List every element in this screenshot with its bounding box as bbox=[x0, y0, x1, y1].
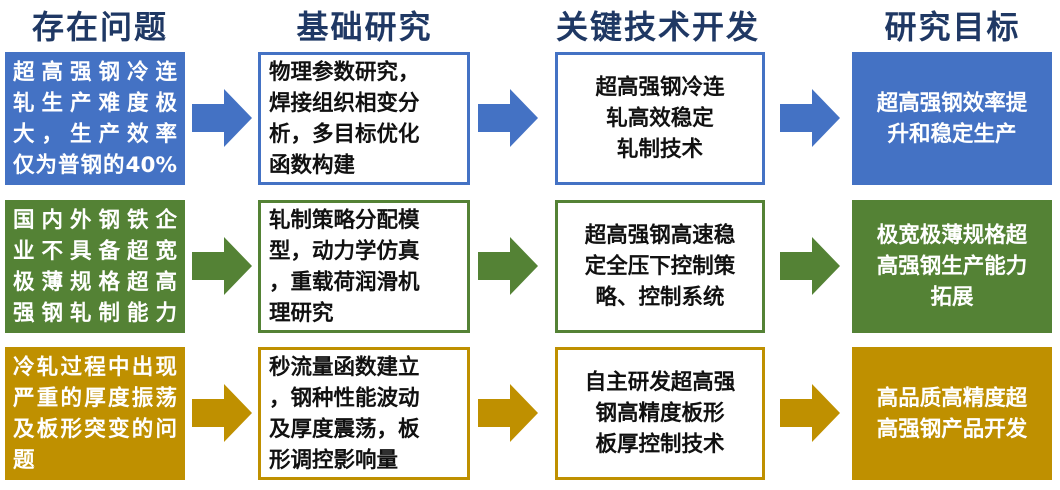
problem-text-1: 超高强钢冷连 轧生产难度极 大，生产效率 仅为普钢的40% bbox=[13, 59, 177, 178]
arrow-3-1 bbox=[192, 384, 252, 442]
arrow-1-2 bbox=[478, 89, 538, 147]
arrow-2-1 bbox=[192, 237, 252, 295]
research-box-3: 秒流量函数建立 ，钢种性能波动 及厚度震荡，板 形调控影响量 bbox=[258, 347, 470, 480]
goal-box-1: 超高强钢效率提 升和稳定生产 bbox=[852, 52, 1052, 185]
problem-box-2: 国内外钢铁企 业不具备超宽 极薄规格超高 强钢轧制能力 bbox=[5, 200, 185, 333]
technology-text-1: 超高强钢冷连 轧高效稳定 轧制技术 bbox=[595, 75, 725, 162]
header-basic-research: 基础研究 bbox=[296, 8, 433, 46]
goal-box-2: 极宽极薄规格超 高强钢生产能力 拓展 bbox=[852, 200, 1052, 333]
arrow-2-2 bbox=[478, 237, 538, 295]
header-problems: 存在问题 bbox=[31, 8, 168, 46]
technology-text-2: 超高强钢高速稳 定全压下控制策 略、控制系统 bbox=[584, 223, 736, 310]
research-box-2: 轧制策略分配模 型，动力学仿真 ，重载荷润滑机 理研究 bbox=[258, 200, 470, 333]
technology-box-3: 自主研发超高强 钢高精度板形 板厚控制技术 bbox=[555, 347, 765, 480]
arrow-3-2 bbox=[478, 384, 538, 442]
goal-text-2: 极宽极薄规格超 高强钢生产能力 拓展 bbox=[876, 223, 1028, 310]
problem-text-2: 国内外钢铁企 业不具备超宽 极薄规格超高 强钢轧制能力 bbox=[13, 207, 177, 326]
goal-text-3: 高品质高精度超 高强钢产品开发 bbox=[876, 385, 1028, 442]
technology-box-2: 超高强钢高速稳 定全压下控制策 略、控制系统 bbox=[555, 200, 765, 333]
technology-text-3: 自主研发超高强 钢高精度板形 板厚控制技术 bbox=[584, 370, 736, 457]
header-research-goals: 研究目标 bbox=[884, 8, 1021, 46]
problem-text-3: 冷轧过程中出现 严重的厚度振荡 及板形突变的问 题 bbox=[13, 354, 177, 473]
research-text-1: 物理参数研究， 焊接组织相变分 析，多目标优化 函数构建 bbox=[269, 59, 420, 178]
header-key-technology: 关键技术开发 bbox=[555, 8, 760, 46]
arrow-1-1 bbox=[192, 89, 252, 147]
arrow-3-3 bbox=[780, 384, 840, 442]
research-box-1: 物理参数研究， 焊接组织相变分 析，多目标优化 函数构建 bbox=[258, 52, 470, 185]
arrow-2-3 bbox=[780, 237, 840, 295]
research-text-2: 轧制策略分配模 型，动力学仿真 ，重载荷润滑机 理研究 bbox=[269, 207, 420, 326]
goal-text-1: 超高强钢效率提 升和稳定生产 bbox=[876, 90, 1028, 147]
technology-box-1: 超高强钢冷连 轧高效稳定 轧制技术 bbox=[555, 52, 765, 185]
research-text-3: 秒流量函数建立 ，钢种性能波动 及厚度震荡，板 形调控影响量 bbox=[269, 354, 420, 473]
goal-box-3: 高品质高精度超 高强钢产品开发 bbox=[852, 347, 1052, 480]
problem-box-1: 超高强钢冷连 轧生产难度极 大，生产效率 仅为普钢的40% bbox=[5, 52, 185, 185]
arrow-1-3 bbox=[780, 89, 840, 147]
problem-box-3: 冷轧过程中出现 严重的厚度振荡 及板形突变的问 题 bbox=[5, 347, 185, 480]
